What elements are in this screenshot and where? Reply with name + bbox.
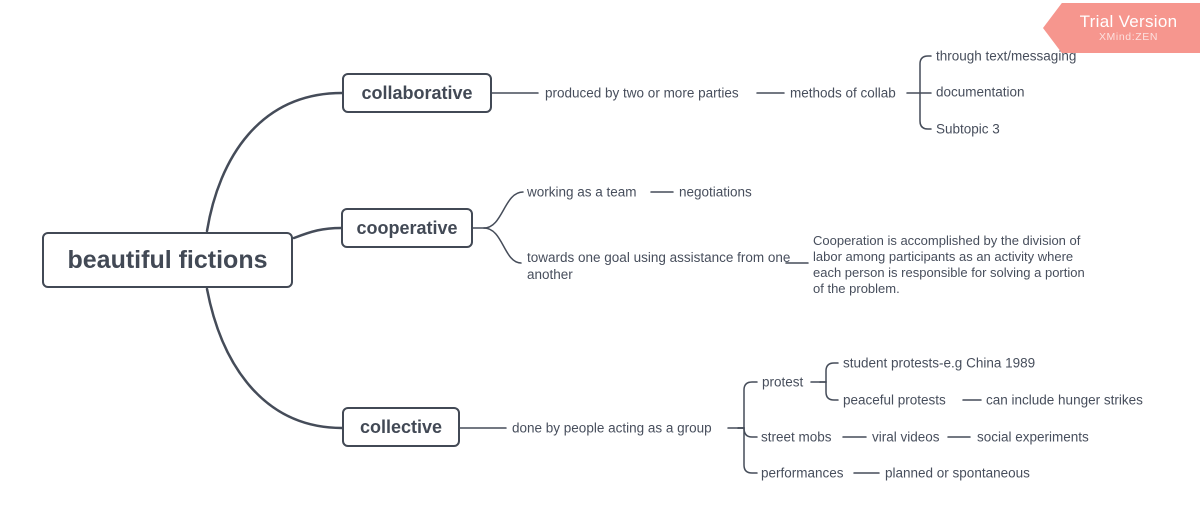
topic-social-experiments[interactable]: social experiments [977,429,1089,445]
topic-collective-label: collective [359,416,443,437]
connector-root-collaborative [205,91,344,233]
connector-cooperative-goal [483,227,522,264]
root-topic[interactable]: beautiful fictions [42,232,293,288]
connector-cooperative-team [483,191,524,229]
topic-methods-of-collab[interactable]: methods of collab [790,85,896,101]
topic-hunger-strikes[interactable]: can include hunger strikes [986,392,1143,408]
connector-bracket-protest [737,381,758,429]
topic-towards-one-goal[interactable]: towards one goal using assistance from o… [527,250,791,282]
connector-methods-subtopic3 [919,92,932,130]
topic-cooperative[interactable]: cooperative [341,208,473,248]
topic-negotiations[interactable]: negotiations [679,184,752,200]
connector-bracket-performances [737,427,758,474]
topic-peaceful-protests[interactable]: peaceful protests [843,392,946,408]
topic-through-text-messaging[interactable]: through text/messaging [936,48,1077,64]
topic-protest[interactable]: protest [762,374,804,390]
topic-collaborative-label: collaborative [361,82,473,103]
trial-version-title: Trial Version [1079,12,1178,31]
connector-root-cooperative [292,226,343,240]
topic-planned-spontaneous[interactable]: planned or spontaneous [885,465,1030,481]
topic-viral-videos[interactable]: viral videos [872,429,940,445]
connector-methods-through-text [919,55,932,94]
topic-collaborative[interactable]: collaborative [342,73,492,113]
trial-version-badge[interactable]: Trial Version XMind:ZEN [1043,3,1200,53]
topic-cooperation-note[interactable]: Cooperation is accomplished by the divis… [813,233,1085,296]
connector-protest-peaceful [819,381,839,401]
trial-version-app-name: XMind:ZEN [1098,31,1159,43]
topic-collective[interactable]: collective [342,407,460,447]
topic-street-mobs[interactable]: street mobs [761,429,832,445]
connector-protest-student [819,362,839,383]
topic-performances[interactable]: performances [761,465,844,481]
topic-cooperative-label: cooperative [356,217,458,238]
topic-done-by-group[interactable]: done by people acting as a group [512,420,712,436]
topic-subtopic-3[interactable]: Subtopic 3 [936,121,1000,137]
connector-bracket-street-mobs [737,427,758,438]
topic-student-protests[interactable]: student protests-e.g China 1989 [843,355,1036,371]
topic-documentation[interactable]: documentation [936,84,1025,100]
topic-produced-by-parties[interactable]: produced by two or more parties [545,85,739,101]
connector-root-collective [205,287,344,430]
root-topic-label: beautiful fictions [67,245,268,274]
topic-working-as-team[interactable]: working as a team [527,184,637,200]
